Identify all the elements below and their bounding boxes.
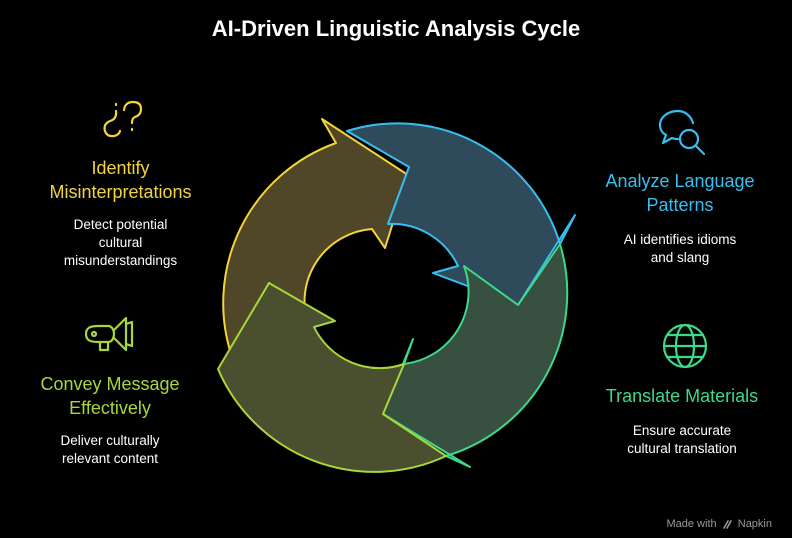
cycle-segment-identify — [222, 118, 409, 358]
step-identify-desc: Detect potential cultural misunderstandi… — [63, 217, 178, 268]
megaphone-icon — [84, 316, 134, 352]
diagram-title: AI-Driven Linguistic Analysis Cycle — [211, 16, 581, 41]
step-convey: Convey Message Effectively Deliver cultu… — [40, 372, 180, 468]
step-translate-title: Translate Materials — [605, 386, 759, 406]
step-translate-desc: Ensure accurate cultural translation — [627, 423, 737, 456]
step-identify: Identify Misinterpretations Detect poten… — [28, 156, 213, 270]
cycle-segment-convey — [217, 282, 447, 473]
step-convey-title: Convey Message Effectively — [40, 374, 180, 418]
made-with-badge: Made with Napkin — [666, 518, 772, 530]
step-analyze: Analyze Language Patterns AI identifies … — [605, 169, 755, 267]
napkin-logo-icon — [722, 519, 732, 529]
step-analyze-desc: AI identifies idioms and slang — [623, 232, 737, 265]
step-convey-desc: Deliver culturally relevant content — [60, 433, 160, 466]
made-with-label: Made with — [666, 518, 717, 530]
globe-icon — [662, 323, 708, 369]
cycle-segment-analyze — [346, 122, 576, 306]
step-translate: Translate Materials Ensure accurate cult… — [598, 384, 766, 458]
step-analyze-title: Analyze Language Patterns — [605, 171, 755, 215]
napkin-brand-label: Napkin — [737, 518, 772, 530]
step-identify-title: Identify Misinterpretations — [49, 158, 192, 202]
question-marks-icon — [103, 100, 143, 138]
chat-search-icon — [658, 109, 706, 156]
